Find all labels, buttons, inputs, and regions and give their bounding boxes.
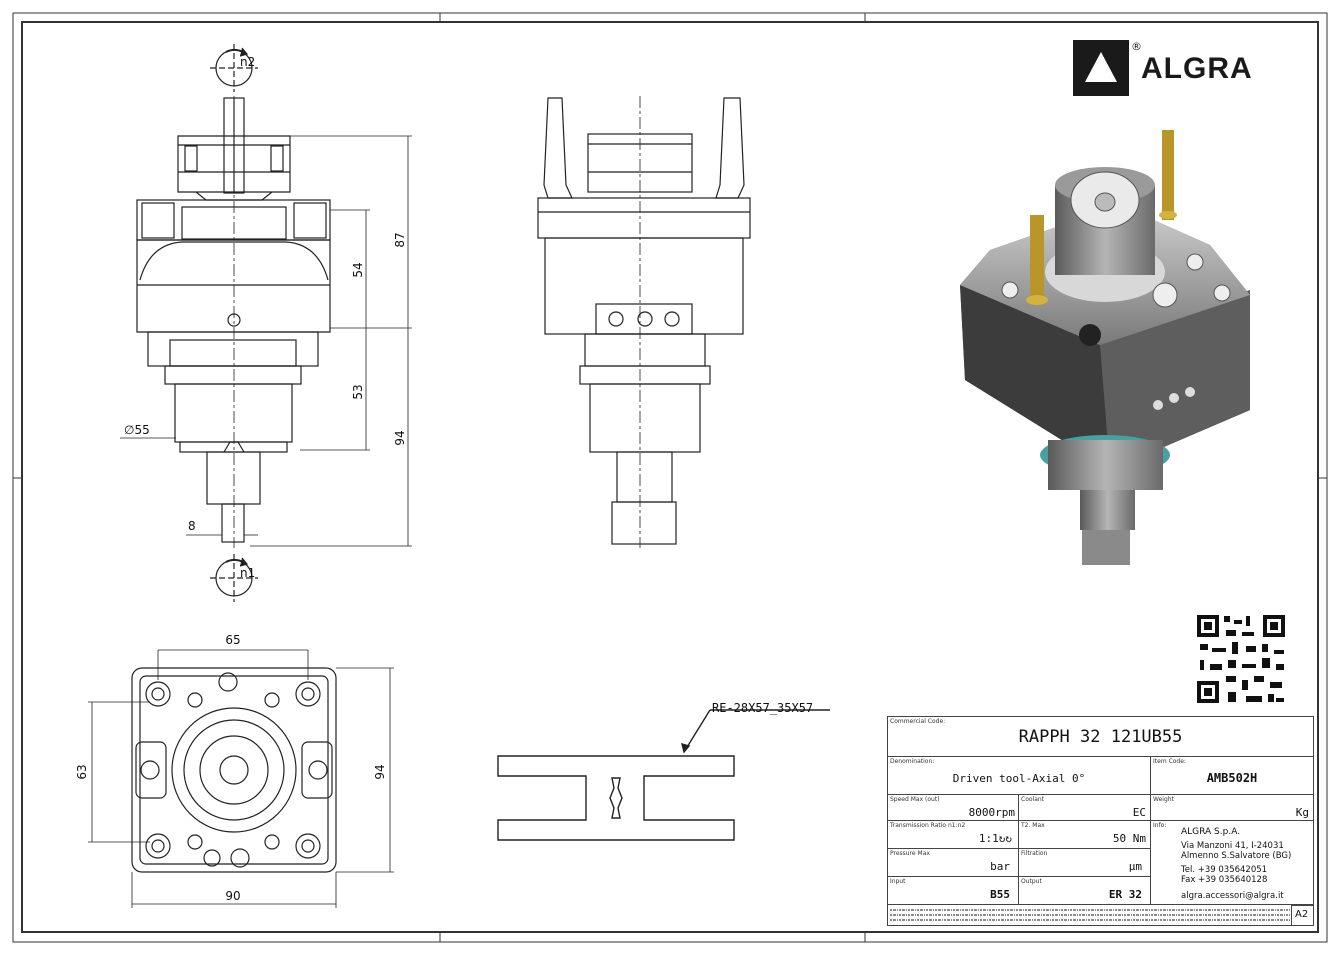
info-cell: Info: ALGRA S.p.A. Via Manzoni 41, I-240… bbox=[1151, 821, 1313, 905]
filtration-value: µm bbox=[1128, 860, 1142, 873]
weight-label: Weight bbox=[1153, 796, 1174, 803]
pressure-value: bar bbox=[990, 860, 1010, 873]
dim-94-side: 94 bbox=[393, 430, 407, 445]
dim-53: 53 bbox=[351, 384, 365, 399]
denomination-value: Driven tool-Axial 0° bbox=[952, 772, 1086, 785]
pressure-cell: Pressure Max bar bbox=[888, 849, 1019, 877]
input-cell: Input B55 bbox=[888, 877, 1019, 905]
torque-value: 50 Nm bbox=[1112, 832, 1146, 845]
filtration-label: Filtration bbox=[1021, 850, 1048, 857]
dim-8: 8 bbox=[188, 519, 196, 533]
speed-value: 8000rpm bbox=[968, 806, 1015, 819]
inner-border bbox=[21, 21, 1319, 933]
weight-cell: Weight Kg bbox=[1151, 795, 1313, 821]
filtration-cell: Filtration µm bbox=[1019, 849, 1151, 877]
coolant-cell: Coolant EC bbox=[1019, 795, 1151, 821]
dim-63: 63 bbox=[75, 764, 89, 779]
side-view bbox=[537, 96, 751, 548]
commercial-code-cell: Commercial Code: RAPPH 32 121UB55 bbox=[888, 717, 1313, 757]
input-value: B55 bbox=[990, 888, 1010, 901]
rotation-symbol-n2 bbox=[210, 44, 258, 92]
title-block: Commercial Code: RAPPH 32 121UB55 Denomi… bbox=[887, 716, 1314, 926]
item-code-cell: Item Code: AMB502H bbox=[1151, 757, 1313, 795]
output-label: Output bbox=[1021, 878, 1042, 885]
company-email: algra.accessori@algra.it bbox=[1181, 891, 1284, 901]
rotation-symbol-n1 bbox=[210, 554, 258, 602]
bottom-view bbox=[131, 667, 337, 873]
commercial-code-label: Commercial Code: bbox=[890, 718, 946, 725]
sheet-size: A2 bbox=[1295, 909, 1309, 920]
ratio-label: Transmission Ratio n1:n2 bbox=[890, 822, 966, 829]
ratio-value: 1:1↻↻ bbox=[978, 832, 1012, 845]
coolant-value: EC bbox=[1132, 806, 1146, 819]
weight-value: Kg bbox=[1295, 806, 1309, 819]
profile-shape bbox=[497, 709, 830, 841]
border-ticks bbox=[13, 13, 1327, 942]
ratio-cell: Transmission Ratio n1:n2 1:1↻↻ bbox=[888, 821, 1019, 849]
item-code-label: Item Code: bbox=[1153, 758, 1186, 765]
company-name: ALGRA S.p.A. bbox=[1181, 827, 1241, 837]
algra-logo-mark-icon bbox=[1073, 40, 1129, 96]
registered-mark: ® bbox=[1131, 40, 1142, 53]
torque-cell: T2. Max 50 Nm bbox=[1019, 821, 1151, 849]
front-view bbox=[136, 44, 331, 602]
denomination-label: Denomination: bbox=[890, 758, 935, 765]
dim-54: 54 bbox=[351, 262, 365, 277]
company-address-line1: Via Manzoni 41, I-24031 bbox=[1181, 841, 1284, 851]
input-label: Input bbox=[890, 878, 906, 885]
rotation-label-n1: n1 bbox=[240, 566, 255, 580]
disclaimer-fine-print bbox=[890, 907, 1290, 923]
sheet-size-cell: A2 bbox=[1291, 905, 1313, 925]
pressure-label: Pressure Max bbox=[890, 850, 930, 857]
speed-cell: Speed Max (out) 8000rpm bbox=[888, 795, 1019, 821]
info-label: Info: bbox=[1153, 822, 1167, 829]
company-fax: Fax +39 035640128 bbox=[1181, 875, 1268, 885]
profile-label: RE-28X57_35X57 bbox=[712, 701, 813, 715]
coolant-label: Coolant bbox=[1021, 796, 1045, 803]
dim-65: 65 bbox=[225, 633, 240, 647]
item-code-value: AMB502H bbox=[1206, 771, 1258, 785]
torque-label: T2. Max bbox=[1021, 822, 1045, 829]
dim-94-bottom: 94 bbox=[373, 764, 387, 779]
isometric-render bbox=[960, 130, 1250, 565]
bottom-view-dimensions bbox=[88, 649, 394, 908]
speed-label: Speed Max (out) bbox=[890, 796, 940, 803]
rotation-label-n2: n2 bbox=[240, 55, 255, 69]
algra-logo: ® ALGRA bbox=[1073, 40, 1303, 98]
dim-87: 87 bbox=[393, 232, 407, 247]
qr-code bbox=[1196, 614, 1286, 704]
dim-diameter-55: ∅55 bbox=[124, 423, 150, 437]
company-tel: Tel. +39 035642051 bbox=[1181, 865, 1268, 875]
company-address-line2: Almenno S.Salvatore (BG) bbox=[1181, 851, 1292, 861]
output-value: ER 32 bbox=[1108, 888, 1142, 901]
brand-name: ALGRA bbox=[1141, 52, 1253, 85]
output-cell: Output ER 32 bbox=[1019, 877, 1151, 905]
front-view-dimensions bbox=[120, 135, 412, 547]
dim-90: 90 bbox=[225, 889, 240, 903]
commercial-code-value: RAPPH 32 121UB55 bbox=[1018, 727, 1183, 747]
denomination-cell: Denomination: Driven tool-Axial 0° bbox=[888, 757, 1151, 795]
